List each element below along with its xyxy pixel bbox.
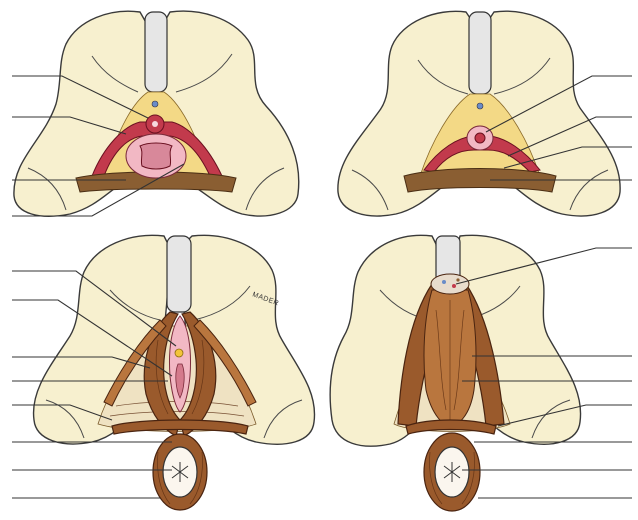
pubic-symphysis xyxy=(469,12,491,94)
vaginal-lumen xyxy=(140,143,172,169)
panel-bottom-left: MADER xyxy=(12,235,315,510)
panel-bottom-right xyxy=(330,235,632,511)
urethral-opening xyxy=(175,349,183,357)
superficial-transverse-perineal xyxy=(112,420,248,434)
pubic-symphysis xyxy=(167,236,191,312)
pubic-symphysis xyxy=(145,12,167,92)
panel-top-left xyxy=(12,11,299,216)
vessel-dot xyxy=(477,103,483,109)
urethra xyxy=(475,133,485,143)
vessel-dot xyxy=(152,101,158,107)
urethra-cross-section xyxy=(431,274,469,294)
urethra-lumen xyxy=(152,121,158,127)
panel-top-right xyxy=(338,11,632,216)
